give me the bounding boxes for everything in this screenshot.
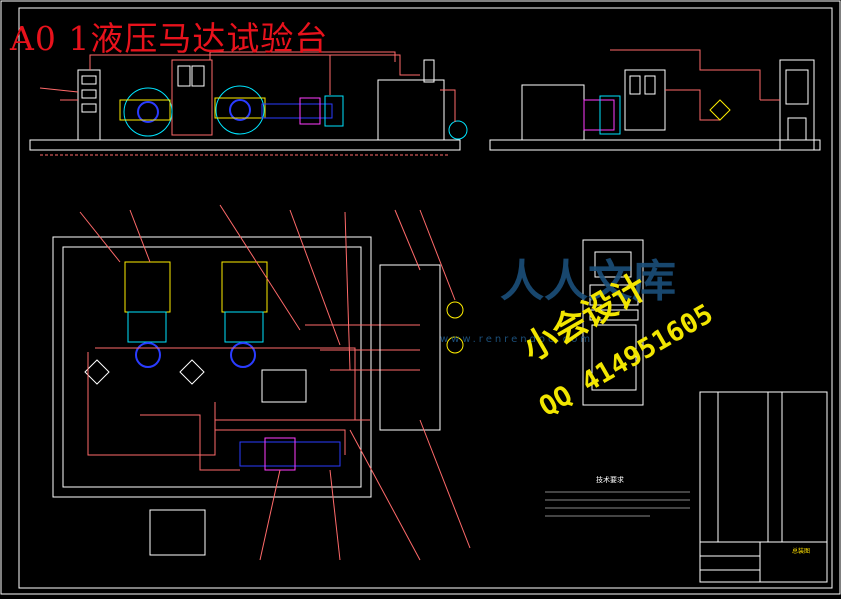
control-cabinet-view <box>582 239 644 406</box>
drawing-title: A0 1液压马达试验台 <box>10 19 329 58</box>
title-block <box>699 541 828 583</box>
front-elevation-view <box>29 51 468 156</box>
technical-notes-title: 技术要求 <box>596 476 624 484</box>
plan-view <box>52 204 471 561</box>
inner-border <box>18 7 833 589</box>
library-watermark-url: www.renrendoc.com <box>440 334 594 345</box>
side-elevation-view <box>489 49 821 151</box>
parts-list-table <box>699 391 828 543</box>
titleblock-name: 总装图 <box>792 548 811 555</box>
library-watermark: 人人文库 <box>500 256 676 307</box>
technical-notes-lines <box>545 491 690 517</box>
